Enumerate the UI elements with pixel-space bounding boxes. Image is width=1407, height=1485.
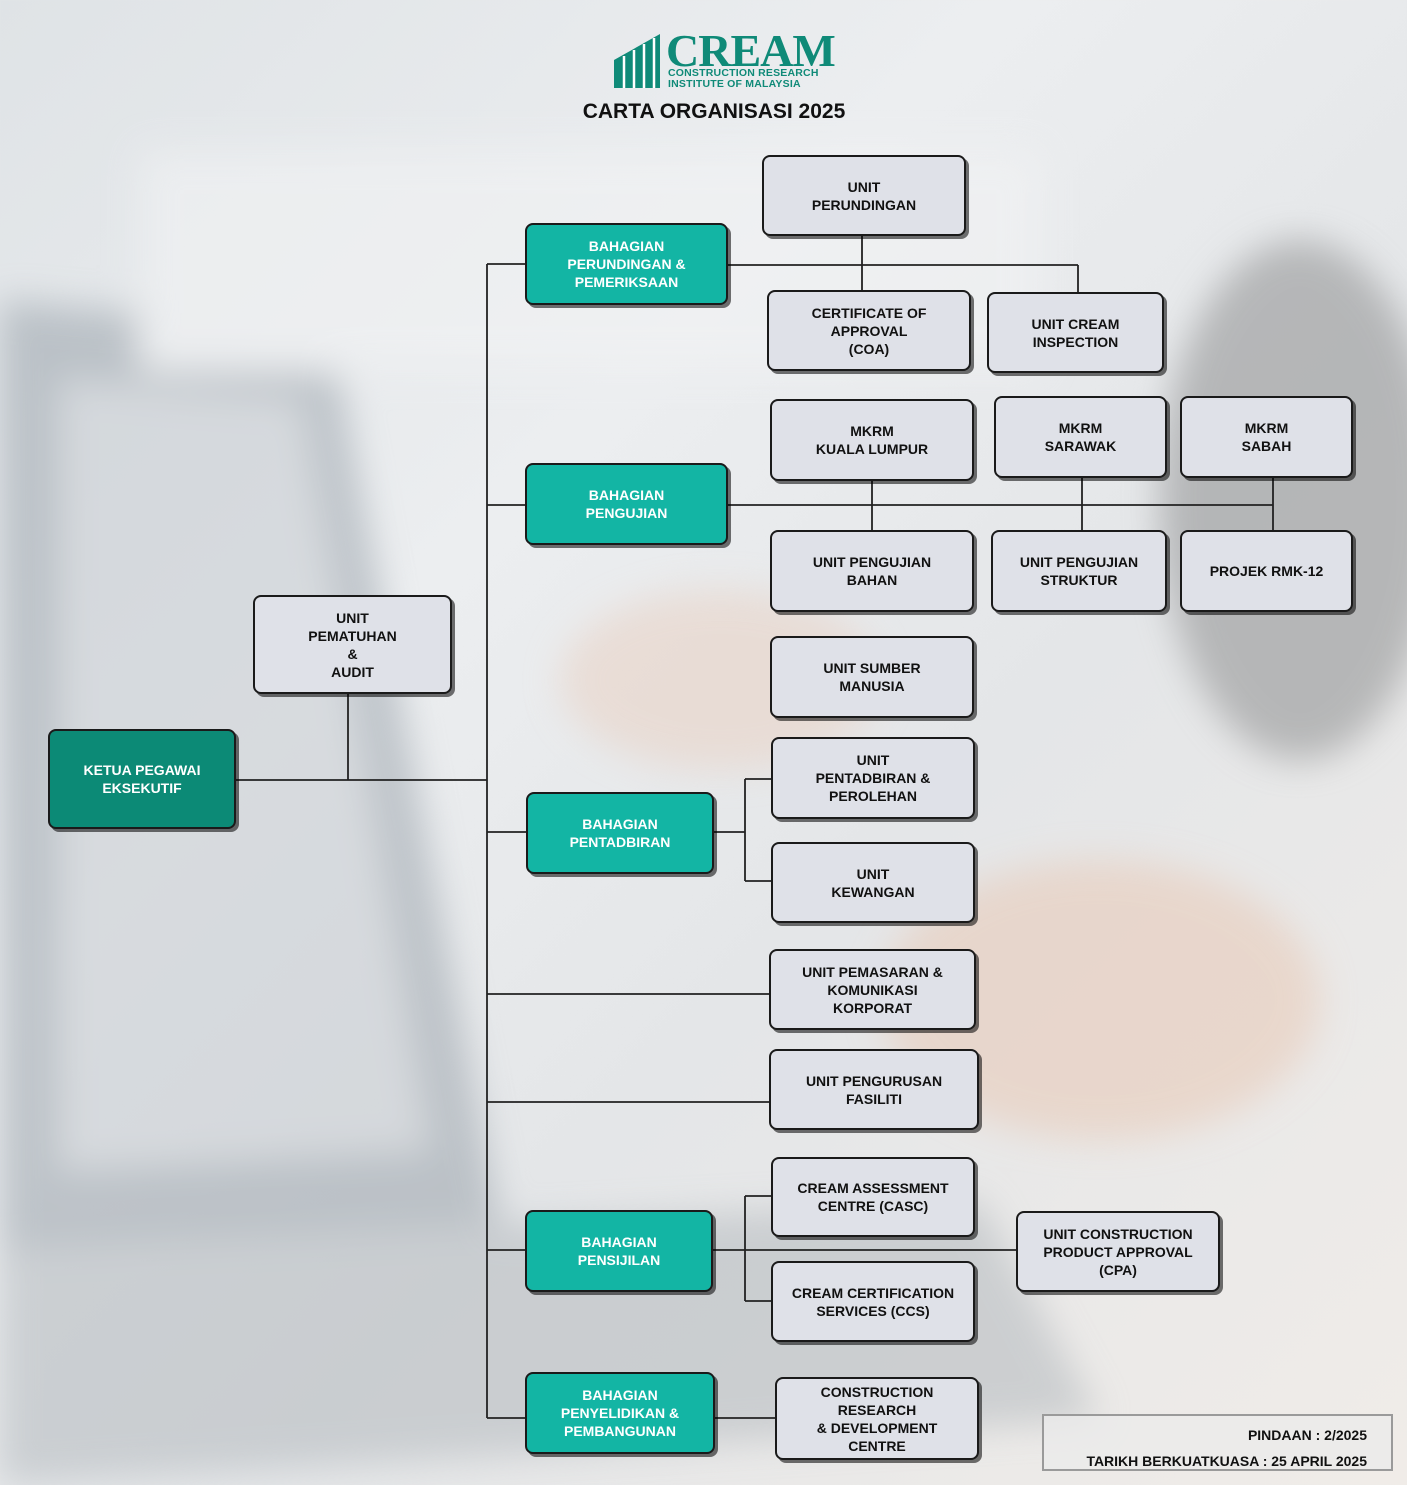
logo-subtitle-line1: CONSTRUCTION RESEARCH [668,67,819,79]
projek-rmk12-box: PROJEK RMK-12 [1180,530,1353,612]
mkrm-sabah-box: MKRM SABAH [1180,396,1353,478]
unit-pengurusan-fasiliti-box: UNIT PENGURUSAN FASILITI [769,1049,979,1130]
cream-wordmark: CREAM [666,25,836,76]
unit-pengujian-bahan-box: UNIT PENGUJIAN BAHAN [770,530,974,612]
revision-number: PINDAAN : 2/2025 [1247,1427,1367,1443]
unit-crdc-box: CONSTRUCTION RESEARCH & DEVELOPMENT CENT… [775,1377,979,1460]
unit-pengujian-struktur-box: UNIT PENGUJIAN STRUKTUR [991,530,1167,612]
division-pensijilan-box: BAHAGIAN PENSIJILAN [525,1210,713,1292]
unit-pemasaran-komunikasi-box: UNIT PEMASARAN & KOMUNIKASI KORPORAT [769,949,976,1030]
unit-pentadbiran-perolehan-box: UNIT PENTADBIRAN & PEROLEHAN [771,737,975,819]
cream-logo-mark-icon [614,34,660,88]
effective-date: TARIKH BERKUATKUASA : 25 APRIL 2025 [1086,1453,1367,1469]
logo-subtitle-line2: INSTITUTE OF MALAYSIA [668,78,801,90]
division-pentadbiran-box: BAHAGIAN PENTADBIRAN [526,792,714,874]
mkrm-sarawak-box: MKRM SARAWAK [994,396,1167,478]
revision-info-box: PINDAAN : 2/2025 TARIKH BERKUATKUASA : 2… [1042,1414,1393,1471]
division-pengujian-box: BAHAGIAN PENGUJIAN [525,463,728,545]
division-penyelidikan-pembangunan-box: BAHAGIAN PENYELIDIKAN & PEMBANGUNAN [525,1372,715,1454]
mkrm-kuala-lumpur-box: MKRM KUALA LUMPUR [770,399,974,481]
unit-kewangan-box: UNIT KEWANGAN [771,842,975,923]
page-title: CARTA ORGANISASI 2025 [582,100,846,123]
cream-logo: CREAM CONSTRUCTION RESEARCH INSTITUTE OF… [614,28,836,92]
unit-pematuhan-audit-box: UNIT PEMATUHAN & AUDIT [253,595,452,694]
ceo-box: KETUA PEGAWAI EKSEKUTIF [48,729,236,829]
unit-cream-inspection-box: UNIT CREAM INSPECTION [987,292,1164,373]
unit-ccs-box: CREAM CERTIFICATION SERVICES (CCS) [771,1261,975,1342]
unit-perundingan-box: UNIT PERUNDINGAN [762,155,966,236]
unit-cpa-box: UNIT CONSTRUCTION PRODUCT APPROVAL (CPA) [1016,1211,1220,1292]
unit-coa-box: CERTIFICATE OF APPROVAL (COA) [767,290,971,371]
unit-casc-box: CREAM ASSESSMENT CENTRE (CASC) [771,1157,975,1237]
unit-sumber-manusia-box: UNIT SUMBER MANUSIA [770,636,974,718]
division-perundingan-pemeriksaan-box: BAHAGIAN PERUNDINGAN & PEMERIKSAAN [525,223,728,305]
